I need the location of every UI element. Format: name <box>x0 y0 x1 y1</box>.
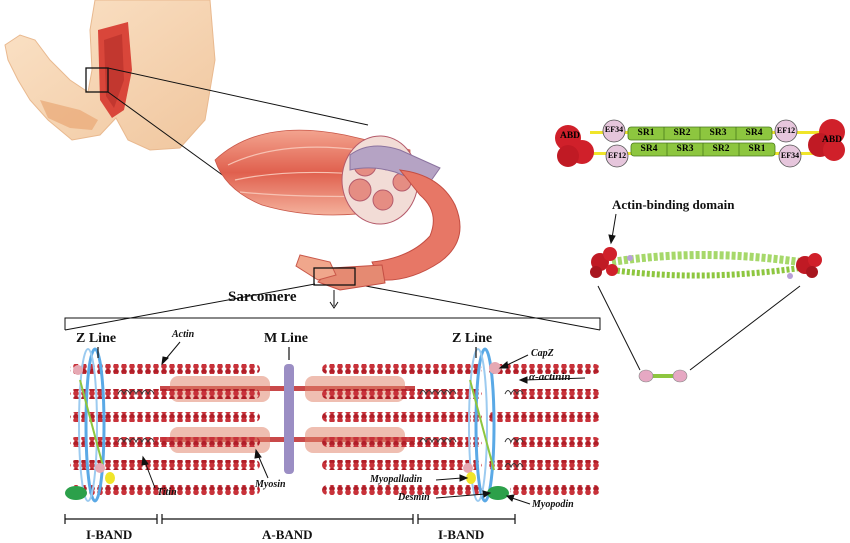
titin-label: Titin <box>157 487 177 498</box>
label-arrows <box>141 213 617 505</box>
actinin-domain-schematic <box>555 119 845 168</box>
myosin-label: Myosin <box>255 479 286 490</box>
myopodin-label: Myopodin <box>532 499 574 510</box>
alpha-actinin-label: α-actinin <box>529 371 571 383</box>
muscle-illustration <box>214 129 461 291</box>
sarcomere-diagram <box>65 347 600 503</box>
z-line-left-disc <box>65 347 115 503</box>
z-line-right-label: Z Line <box>452 331 493 346</box>
domain-bottom-sr4: SR4 <box>640 144 658 154</box>
domain-bottom-sr2: SR2 <box>712 144 730 154</box>
a-band-label: A-BAND <box>262 527 313 542</box>
actinin-3d-structure <box>590 247 822 383</box>
arm-illustration <box>4 0 216 151</box>
domain-bottom-sr3: SR3 <box>676 144 694 154</box>
capz-label: CapZ <box>531 348 554 359</box>
abd-left-label: ABD <box>559 131 581 141</box>
domain-bottom-sr1: SR1 <box>748 144 766 154</box>
domain-bottom-ef34: EF34 <box>780 151 800 160</box>
abd-right-label: ABD <box>821 135 843 145</box>
domain-top-ef12: EF12 <box>776 126 796 135</box>
actin-filaments <box>70 364 600 495</box>
band-brackets <box>64 514 516 524</box>
titin-springs <box>117 390 524 469</box>
domain-top-sr4: SR4 <box>745 128 763 138</box>
myopalladin-label: Myopalladin <box>370 474 423 485</box>
sarcomere-label: Sarcomere <box>228 289 297 305</box>
domain-bottom-ef12: EF12 <box>607 151 627 160</box>
domain-top-sr1: SR1 <box>637 128 655 138</box>
actin-binding-domain-label: Actin-binding domain <box>612 197 735 212</box>
desmin-label: Desmin <box>398 492 430 503</box>
m-line-bar <box>284 364 294 474</box>
domain-top-ef34: EF34 <box>604 125 624 134</box>
i-band-left-label: I-BAND <box>86 527 133 542</box>
z-line-right-disc <box>463 347 509 503</box>
domain-top-sr3: SR3 <box>709 128 727 138</box>
domain-top-sr2: SR2 <box>673 128 691 138</box>
actin-label: Actin <box>172 329 195 340</box>
z-line-left-label: Z Line <box>76 331 117 346</box>
m-line-label: M Line <box>264 331 308 346</box>
i-band-right-label: I-BAND <box>438 527 485 542</box>
